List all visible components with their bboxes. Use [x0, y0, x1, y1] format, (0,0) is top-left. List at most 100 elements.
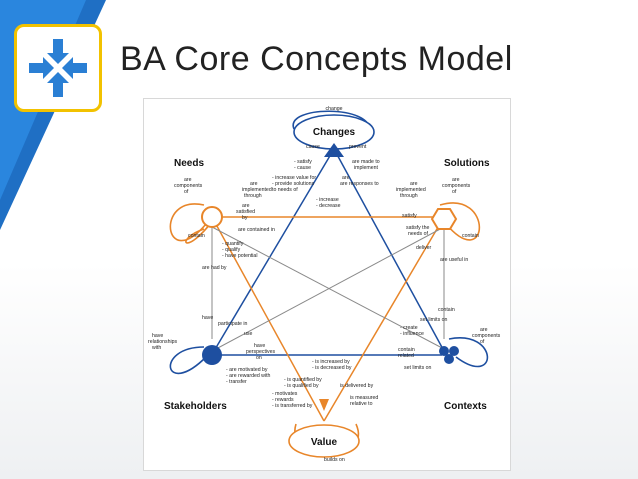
measured-relative-2: relative to	[350, 401, 373, 407]
value-oval	[288, 424, 360, 458]
made-implement-1: are made to	[352, 159, 380, 165]
satisfied-by-2: satisfied	[236, 209, 255, 215]
motivated-2: - are rewarded with	[226, 373, 271, 379]
page-title: BA Core Concepts Model	[120, 40, 513, 78]
create-influence-2: - influence	[400, 331, 424, 337]
satisfied-by-3: by	[242, 215, 248, 221]
deliver-label: deliver	[416, 245, 432, 251]
needs-contain-label: contain	[188, 233, 205, 239]
value-label: Value	[311, 437, 338, 448]
contexts-components-1: are	[480, 327, 488, 333]
increase-2: - decrease	[316, 203, 341, 209]
set-limits-on-label: set limits on	[420, 317, 448, 323]
create-influence-1: - create	[400, 325, 418, 331]
satisfy-needs-2: needs of	[408, 231, 428, 237]
satisfy-label: satisfy	[402, 213, 417, 219]
relationships-2: relationships	[148, 339, 178, 345]
impl-left-2: implemented	[242, 187, 272, 193]
set-limits-on-2-label: set limits on	[404, 365, 432, 371]
contexts-shape-icon	[439, 346, 459, 364]
changes-label: Changes	[313, 127, 356, 138]
motivated-1: - are motivated by	[226, 367, 268, 373]
contain-mid-label: contain	[438, 307, 455, 313]
increase-1: - increase	[316, 197, 339, 203]
perspectives-2: perspectives	[246, 349, 276, 355]
core-concepts-diagram: Changes Needs Solutions Stakeholders Con…	[143, 98, 511, 471]
needs-components-3: of	[184, 189, 189, 195]
impl-right-3: through	[400, 193, 418, 199]
change-loop-label: change	[325, 106, 342, 112]
contexts-components-3: of	[480, 339, 485, 345]
solutions-stakeholders-line	[215, 226, 445, 350]
changes-stakeholders-line	[213, 148, 335, 352]
solutions-contain-label: contain	[462, 233, 479, 239]
increase-value-2: - provide solutions	[272, 181, 315, 187]
solutions-loop	[439, 202, 481, 241]
needs-label: Needs	[174, 158, 204, 169]
perspectives-1: have	[254, 343, 265, 349]
increased-by-2: - is decreased by	[312, 365, 352, 371]
are-label: are	[342, 175, 350, 181]
made-implement-2: implement	[354, 165, 378, 171]
increase-value-3: to needs of	[272, 187, 298, 193]
solutions-components-3: of	[452, 189, 457, 195]
quantified-by-1: - is quantified by	[284, 377, 322, 383]
value-arrow-icon	[319, 399, 329, 411]
motivated-3: - transfer	[226, 379, 247, 385]
relationships-1: have	[152, 333, 163, 339]
had-by-label: are had by	[202, 265, 227, 271]
solutions-components-1: are	[452, 177, 460, 183]
solutions-components-2: components	[442, 183, 471, 189]
solutions-value-line	[323, 216, 445, 422]
solutions-hexagon-icon	[430, 208, 458, 230]
needs-circle-icon	[201, 206, 223, 228]
needs-components-1: are	[184, 177, 192, 183]
diagram-canvas: Changes Needs Solutions Stakeholders Con…	[148, 106, 501, 463]
cause-label: cause	[306, 144, 320, 150]
stakeholders-circle-icon	[202, 345, 222, 365]
perspectives-3: on	[256, 355, 262, 361]
responses-to-label: are responses to	[340, 181, 379, 187]
participate-in-label: participate in	[218, 321, 248, 327]
satisfied-by-1: are	[242, 203, 250, 209]
measured-relative-1: is measured	[350, 395, 378, 401]
changes-triangle-icon	[324, 143, 344, 157]
useful-in-label: are useful in	[440, 257, 468, 263]
quantified-by-2: - is qualified by	[284, 383, 319, 389]
motivates-1: - motivates	[272, 391, 298, 397]
motivates-2: - rewards	[272, 397, 294, 403]
quantify-2: - qualify	[222, 247, 241, 253]
satisfy-cause-2: - cause	[294, 165, 311, 171]
logo	[14, 24, 102, 112]
impl-left-3: through	[244, 193, 262, 199]
impl-left-1: are	[250, 181, 258, 187]
prevent-label: prevent	[349, 144, 367, 150]
contain-related-2: related	[398, 353, 414, 359]
arrows-converging-icon	[29, 39, 87, 97]
have-label: have	[202, 315, 213, 321]
satisfy-cause-1: - satisfy	[294, 159, 312, 165]
stakeholders-loop	[169, 346, 207, 375]
contexts-label: Contexts	[444, 401, 487, 412]
quantify-1: - quantify	[222, 241, 244, 247]
builds-on-label: builds on	[324, 457, 345, 463]
needs-loop	[169, 203, 207, 242]
use-label: use	[244, 331, 252, 337]
needs-value-line	[211, 216, 325, 422]
stakeholders-label: Stakeholders	[164, 401, 227, 412]
delivered-by-label: is delivered by	[340, 383, 374, 389]
contain-related-1: contain	[398, 347, 415, 353]
changes-contexts-line	[333, 148, 445, 352]
quantify-3: - have potential	[222, 253, 257, 259]
contained-in-label: are contained in	[238, 227, 275, 233]
needs-contexts-line	[211, 226, 445, 350]
needs-components-2: components	[174, 183, 203, 189]
relationships-3: with	[152, 345, 161, 351]
contexts-loop	[448, 337, 489, 368]
increase-value-1: - increase value for	[272, 175, 316, 181]
impl-right-2: implemented	[396, 187, 426, 193]
motivates-3: - is transferred by	[272, 403, 313, 409]
contexts-components-2: components	[472, 333, 501, 339]
satisfy-needs-1: satisfy the	[406, 225, 429, 231]
solutions-label: Solutions	[444, 158, 490, 169]
